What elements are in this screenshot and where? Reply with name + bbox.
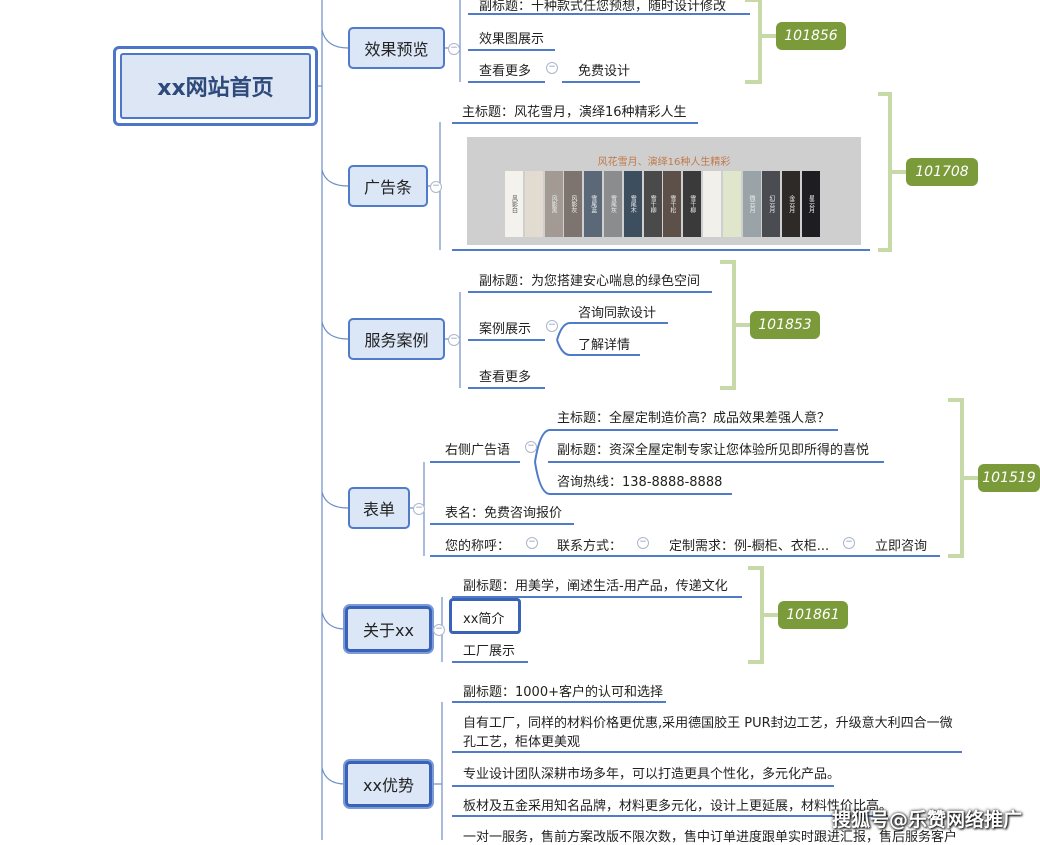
node-cases[interactable]: 服务案例: [348, 318, 445, 360]
collapse-toggle[interactable]: −: [637, 537, 649, 549]
banner-swatch: 风影灰: [564, 171, 583, 237]
collapse-toggle[interactable]: −: [448, 43, 460, 55]
banner-swatch: 风影白: [505, 171, 523, 237]
collapse-toggle[interactable]: −: [413, 503, 425, 515]
banner-swatch: 雪千柳: [643, 171, 662, 237]
form-field-name[interactable]: 您的称呼：: [445, 539, 511, 554]
banner-swatch: 幻云月: [762, 171, 781, 237]
form-right-ad[interactable]: 右侧广告语: [445, 443, 511, 458]
banner-swatch: [722, 171, 741, 237]
node-about[interactable]: 关于xx: [345, 606, 432, 652]
advantages-item1-line1[interactable]: 自有工厂，同样的材料价格更优惠,采用德国胶王 PUR封边工艺，升级意大利四合一微: [463, 716, 953, 731]
cases-more[interactable]: 查看更多: [479, 370, 532, 385]
form-name[interactable]: 表名：免费咨询报价: [445, 506, 563, 521]
advantages-item2[interactable]: 专业设计团队深耕市场多年，可以打造更具个性化，多元化产品。: [463, 767, 841, 782]
form-hotline[interactable]: 咨询热线：138-8888-8888: [557, 475, 723, 490]
cases-subtitle[interactable]: 副标题：为您搭建安心喘息的绿色空间: [479, 274, 701, 289]
banner-main-title[interactable]: 主标题：风花雪月，演绎16种精彩人生: [462, 105, 687, 120]
selection-box: [449, 598, 521, 634]
banner-swatch: 微云月: [742, 171, 761, 237]
banner-swatch: 金云月: [782, 171, 801, 237]
banner-swatch: 雪尾灰: [604, 171, 622, 237]
collapse-toggle[interactable]: −: [546, 320, 558, 332]
preview-subtitle[interactable]: 副标题：十种款式任您预想，随时设计修改: [479, 0, 727, 14]
banner-swatch: 雪尾木: [623, 171, 642, 237]
cases-details[interactable]: 了解详情: [578, 338, 631, 353]
tag-form[interactable]: 101519: [978, 464, 1040, 492]
about-subtitle[interactable]: 副标题：用美学，阐述生活-用产品，传递文化: [463, 579, 728, 594]
banner-swatch: 雪千柳: [683, 171, 702, 237]
collapse-toggle[interactable]: −: [433, 624, 445, 636]
banner-swatch: 星云月: [802, 171, 820, 237]
tag-cases[interactable]: 101853: [750, 311, 820, 339]
form-field-needs[interactable]: 定制需求：例-橱柜、衣柜...: [669, 539, 830, 554]
advantages-item3[interactable]: 板材及五金采用知名品牌，材料更多元化，设计上更延展，材料性价比高。: [463, 799, 893, 814]
advantages-item1-line2[interactable]: 孔工艺，柜体更美观: [463, 735, 581, 750]
about-intro[interactable]: xx简介: [463, 612, 505, 627]
banner-swatch: 风影黑: [544, 171, 563, 237]
form-submit[interactable]: 立即咨询: [875, 539, 928, 554]
banner-swatch: [703, 171, 721, 237]
form-subtitle[interactable]: 副标题：资深全屋定制专家让您体验所见即所得的喜悦: [557, 443, 870, 458]
form-field-contact[interactable]: 联系方式：: [557, 539, 623, 554]
preview-free-design[interactable]: 免费设计: [578, 64, 631, 79]
collapse-toggle[interactable]: −: [448, 334, 460, 346]
form-main-title[interactable]: 主标题：全屋定制造价高？成品效果差强人意？: [557, 411, 831, 426]
collapse-toggle[interactable]: −: [546, 62, 558, 74]
banner-image[interactable]: 风花雪月、演绎16种人生精彩 风影白风影黑风影灰雪尾蓝雪尾灰雪尾木雪千柳雪千松雪…: [467, 137, 861, 245]
collapse-toggle[interactable]: −: [430, 181, 442, 193]
banner-swatch: 雪尾蓝: [584, 171, 603, 237]
node-banner[interactable]: 广告条: [348, 165, 428, 207]
root-node[interactable]: xx网站首页: [113, 46, 318, 126]
collapse-toggle[interactable]: −: [843, 537, 855, 549]
tag-banner[interactable]: 101708: [906, 158, 978, 186]
advantages-subtitle[interactable]: 副标题：1000+客户的认可和选择: [463, 685, 663, 700]
root-label: xx网站首页: [120, 53, 311, 119]
tag-preview[interactable]: 101856: [776, 22, 846, 50]
node-preview[interactable]: 效果预览: [348, 27, 445, 69]
cases-show[interactable]: 案例展示: [479, 322, 532, 337]
collapse-toggle[interactable]: −: [525, 441, 537, 453]
watermark: 搜狐号@乐赞网络推广: [831, 809, 1022, 831]
preview-image-show[interactable]: 效果图展示: [479, 32, 545, 47]
collapse-toggle[interactable]: −: [526, 537, 538, 549]
cases-consult[interactable]: 咨询同款设计: [578, 306, 657, 321]
banner-swatch: [524, 171, 543, 237]
tag-about[interactable]: 101861: [778, 601, 848, 629]
banner-swatch: 雪千松: [663, 171, 682, 237]
preview-more[interactable]: 查看更多: [479, 64, 532, 79]
node-advantages[interactable]: xx优势: [345, 761, 432, 807]
node-form[interactable]: 表单: [348, 487, 410, 529]
banner-image-caption: 风花雪月、演绎16种人生精彩: [597, 157, 731, 168]
about-factory[interactable]: 工厂展示: [463, 644, 516, 659]
